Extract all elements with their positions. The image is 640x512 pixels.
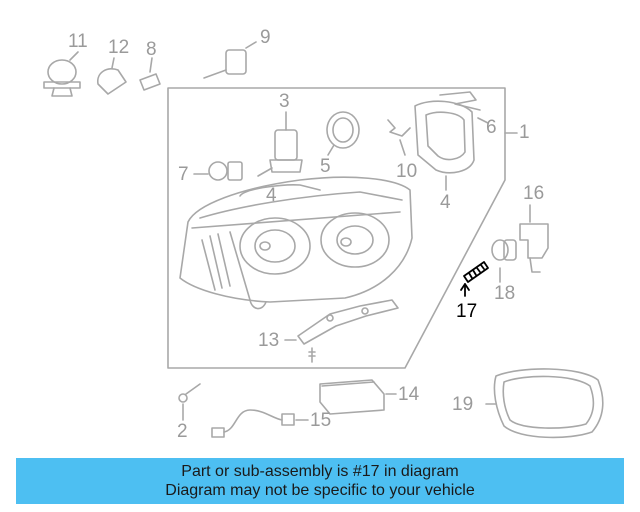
callout-7: 7 xyxy=(178,164,189,185)
part-6-retainer xyxy=(439,91,489,124)
part-8-bulb xyxy=(139,57,161,91)
callout-5: 5 xyxy=(320,156,331,177)
banner-line-part: Part or sub-assembly is #17 in diagram xyxy=(181,463,459,480)
callout-4-cover: 4 xyxy=(440,192,451,213)
callout-4-socket: 4 xyxy=(266,185,277,206)
callout-13: 13 xyxy=(258,330,280,351)
callout-11: 11 xyxy=(68,31,88,52)
callout-2: 2 xyxy=(177,421,188,442)
callout-9: 9 xyxy=(260,27,271,48)
part-15-harness xyxy=(211,409,309,438)
callout-8: 8 xyxy=(146,39,157,60)
part-10-clip xyxy=(387,119,411,137)
assembly-outline xyxy=(167,87,506,369)
part-18-grommet xyxy=(491,239,517,283)
callout-12: 12 xyxy=(108,37,130,58)
part-14-module xyxy=(319,379,397,415)
info-banner: Part or sub-assembly is #17 in diagram D… xyxy=(16,458,624,504)
part-9-bulb xyxy=(203,41,257,79)
callout-19: 19 xyxy=(452,394,474,415)
callout-6: 6 xyxy=(486,117,497,138)
part-11-bulb xyxy=(43,51,81,97)
part-3-socket xyxy=(257,111,303,177)
banner-line-disclaimer: Diagram may not be specific to your vehi… xyxy=(165,482,475,499)
parts-diagram xyxy=(43,41,604,439)
headlamp-assembly xyxy=(179,176,413,310)
callout-10: 10 xyxy=(396,161,418,182)
part-2-bolt xyxy=(178,383,201,421)
part-4-cover xyxy=(414,100,475,191)
part-13-adjuster xyxy=(284,299,399,363)
part-17-bolt-highlighted xyxy=(460,261,489,297)
callout-16: 16 xyxy=(523,183,545,204)
part-12-bulb xyxy=(97,57,127,95)
part-19-lens xyxy=(485,368,604,439)
callout-1: 1 xyxy=(519,122,530,143)
callout-18: 18 xyxy=(494,283,516,304)
part-7-bulb xyxy=(193,161,243,181)
callout-17-highlighted: 17 xyxy=(456,301,478,322)
part-5-ring xyxy=(326,111,360,156)
part-16-bracket xyxy=(519,204,549,273)
callout-15: 15 xyxy=(310,410,332,431)
callout-3: 3 xyxy=(279,91,290,112)
callout-14: 14 xyxy=(398,384,420,405)
